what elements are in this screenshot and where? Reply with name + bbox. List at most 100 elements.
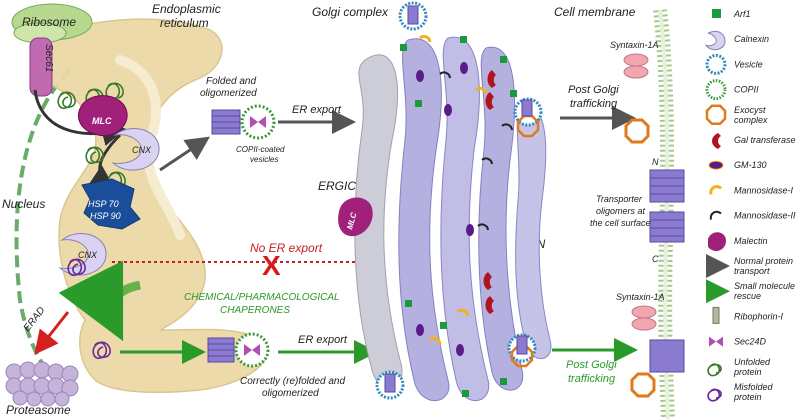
blocked-x-mark: X	[262, 250, 281, 281]
legend-item: Sec24D	[709, 336, 767, 347]
transporter-label-line1: Transporter	[596, 194, 643, 204]
exocyst-octagon-icon	[705, 104, 727, 126]
legend-label: GM-130	[734, 160, 767, 170]
folded-label-line1: Folded and	[206, 76, 256, 87]
legend-label: Unfolded	[734, 357, 771, 367]
golgi-mannosidase-2	[439, 71, 513, 231]
legend-label: Small molecule	[734, 281, 795, 291]
nucleus-label: Nucleus	[2, 197, 45, 211]
legend-item: Calnexin	[704, 30, 769, 51]
golgi-malectin-icon	[338, 197, 373, 237]
legend-label: Normal protein	[734, 256, 793, 266]
golgi-gm130	[416, 62, 474, 356]
golgi-mannosidase-1	[418, 34, 488, 345]
golgi-label: Golgi complex	[312, 5, 389, 19]
syntaxin-icon-bottom	[631, 305, 657, 319]
golgi-arf1-squares	[400, 36, 517, 397]
legend-item: Vesicle	[705, 53, 763, 75]
post-golgi-bottom-line1: Post Golgi	[566, 359, 617, 371]
correct-label-line2: oligomerized	[262, 388, 319, 399]
gm130-oval-icon	[708, 160, 724, 170]
exocyst-icon-bottom	[630, 372, 656, 398]
arf1-square-icon	[712, 9, 721, 18]
er-label-line2: reticulum	[160, 16, 209, 30]
legend-item: GM-130	[708, 160, 767, 170]
legend-item: Gal transferase	[712, 133, 796, 149]
legend-label-line2: protein	[733, 367, 762, 377]
gal-transferase-icon	[712, 133, 721, 149]
proteasome-icon	[5, 361, 79, 407]
n-terminus-label: N	[652, 157, 659, 167]
legend-label: Calnexin	[734, 34, 769, 44]
sec61-label: Sec61	[43, 44, 54, 72]
legend-label: Mannosidase-I	[734, 185, 794, 195]
hsp-chaperone-icon	[81, 178, 141, 230]
transporter-label-line2: oligomers at	[596, 206, 646, 216]
mannosidase-1-icon	[709, 185, 723, 195]
folded-arrow	[159, 136, 210, 172]
calnexin-crescent-icon	[704, 30, 726, 51]
hsp90-label: HSP 90	[90, 211, 121, 221]
transporter-label-line3: the cell surface	[590, 218, 651, 228]
legend-label: Malectin	[734, 236, 768, 246]
syntaxin-top-label: Syntaxin-1A	[610, 40, 659, 50]
golgi-gal-transferase	[483, 70, 496, 314]
misfolded-protein-icon	[707, 388, 722, 402]
calnexin-icon	[111, 127, 160, 171]
cnx-label-top: CNX	[132, 145, 152, 155]
golgi-ribophorin	[384, 5, 533, 393]
er-export-label-top: ER export	[292, 104, 342, 116]
chaperones-label-line1: CHEMICAL/PHARMACOLOGICAL	[184, 292, 340, 303]
folded-label-line2: oligomerized	[200, 88, 257, 99]
malectin-icon	[708, 232, 726, 252]
sec61-channel	[29, 37, 53, 97]
no-er-export-label: No ER export	[250, 241, 323, 255]
legend-item: Mannosidase-II	[709, 211, 796, 221]
legend-label: Exocyst	[734, 105, 766, 115]
sec24d-bowtie-icon	[709, 336, 723, 347]
chaperones-label-line2: CHAPERONES	[220, 305, 290, 316]
legend-label: Sec24D	[734, 337, 767, 347]
syntaxin-bottom-label: Syntaxin-1A	[616, 292, 665, 302]
c-terminus-label: C	[652, 254, 659, 264]
membrane-label: Cell membrane	[554, 5, 636, 19]
erad-arrow	[34, 311, 70, 355]
surface-transporter-bottom	[649, 339, 685, 373]
chaperone-rescue-arrow	[58, 260, 142, 342]
copii-label-line2: vesicles	[250, 155, 278, 164]
post-golgi-top-line2: trafficking	[570, 98, 618, 110]
legend-label: COPII	[734, 85, 759, 95]
ribosome-label: Ribosome	[22, 15, 76, 29]
legend-label: Vesicle	[734, 59, 763, 69]
ergic-label: ERGIC	[318, 179, 356, 193]
malectin-icon	[78, 95, 128, 137]
copii-dotted-ring-icon	[705, 79, 727, 101]
legend-item: Malectin	[708, 232, 768, 252]
er-export-label-bottom: ER export	[298, 334, 348, 346]
copii-label-line1: COPII-coated	[236, 145, 285, 154]
ribophorin-icon	[712, 306, 720, 324]
hsp70-label: HSP 70	[88, 199, 119, 209]
legend-label: Gal transferase	[734, 135, 796, 145]
legend-item: Ribophorin-I	[712, 306, 784, 324]
folded-oligomer-bottom	[207, 337, 235, 363]
proteasome-label: Proteasome	[6, 403, 71, 417]
legend-label-line2: complex	[734, 115, 768, 125]
legend-label: Mannosidase-II	[734, 211, 796, 221]
legend-item: Mannosidase-I	[709, 185, 794, 195]
legend-label-line2: rescue	[734, 291, 761, 301]
folded-oligomer-top	[211, 109, 241, 135]
mlc-label: MLC	[92, 116, 112, 126]
legend-item: Arf1	[712, 9, 751, 19]
unfolded-protein-icon	[707, 363, 722, 377]
er-label-line1: Endoplasmic	[152, 2, 221, 16]
vesicle-ring-icon	[705, 53, 727, 75]
post-golgi-top-line1: Post Golgi	[568, 84, 619, 96]
